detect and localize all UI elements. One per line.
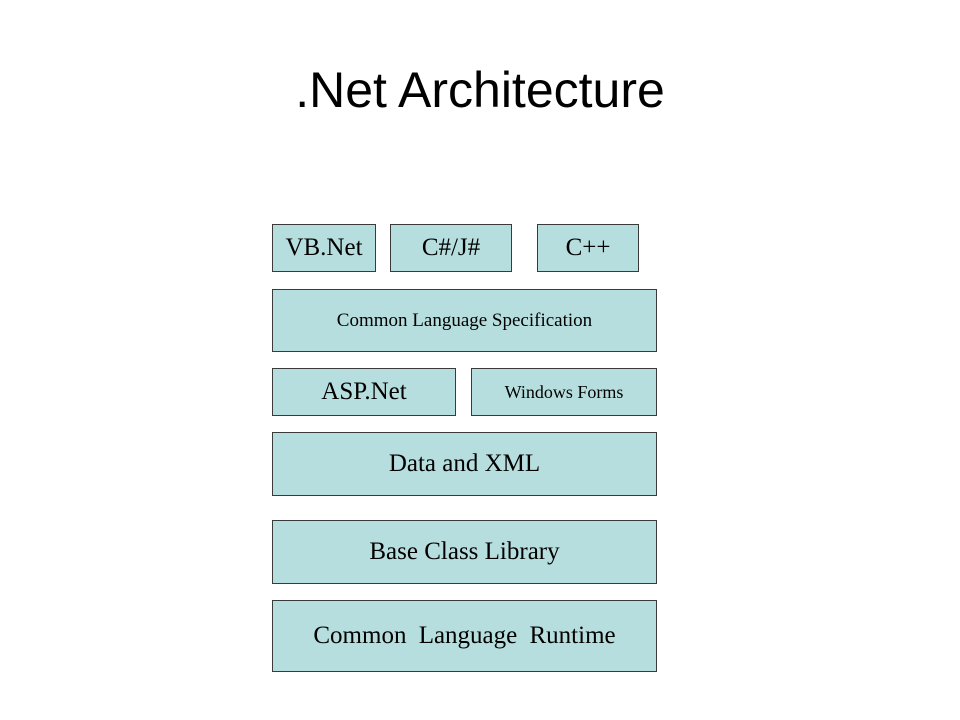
aspnet-box: ASP.Net [272, 368, 456, 416]
data-and-xml-box: Data and XML [272, 432, 657, 496]
base-class-library-box: Base Class Library [272, 520, 657, 584]
common-language-runtime-box: Common Language Runtime [272, 600, 657, 672]
cpp-box: C++ [537, 224, 639, 272]
slide-title: .Net Architecture [295, 62, 665, 118]
windows-forms-box: Windows Forms [471, 368, 657, 416]
vbnet-box: VB.Net [272, 224, 376, 272]
common-language-specification-box: Common Language Specification [272, 289, 657, 352]
csharp-jsharp-box: C#/J# [390, 224, 512, 272]
